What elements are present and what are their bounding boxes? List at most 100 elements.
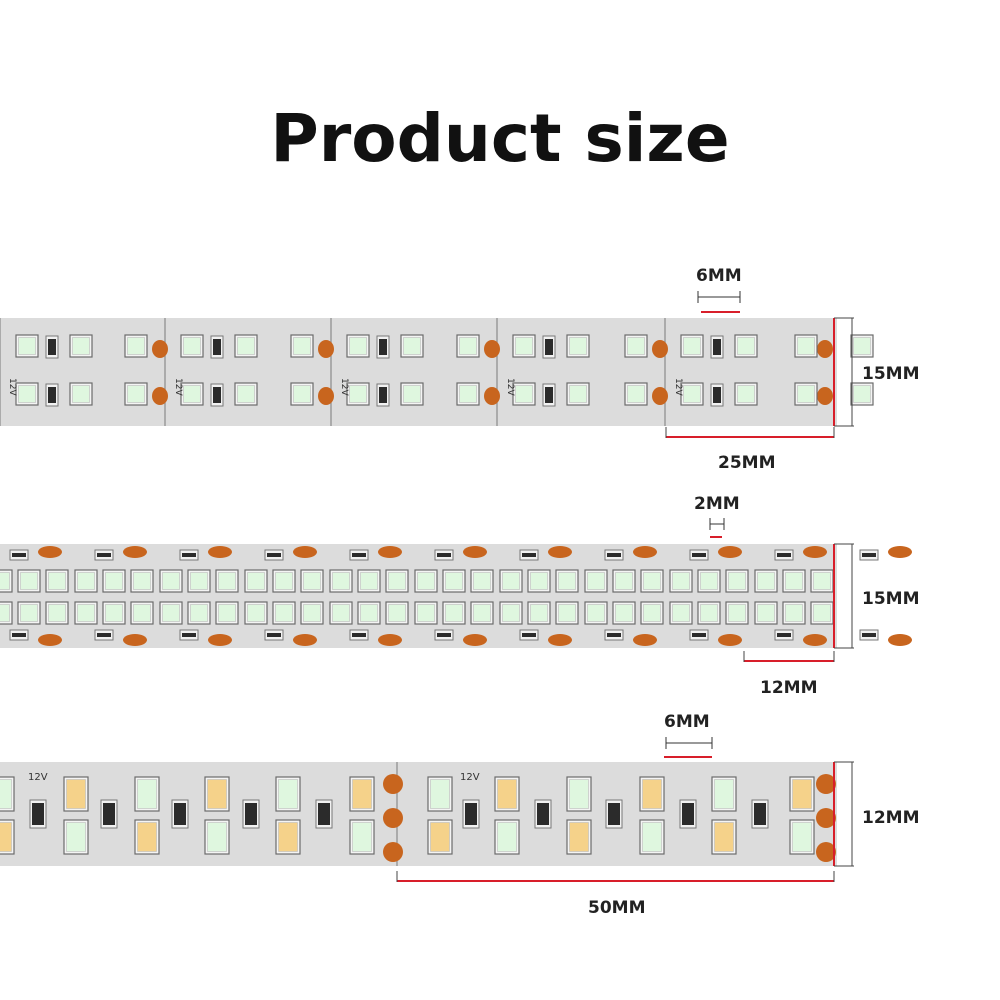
led-phosphor <box>683 337 701 355</box>
solder-pad <box>484 340 500 358</box>
resistor-body <box>182 633 196 637</box>
led-phosphor <box>683 385 701 403</box>
led-phosphor <box>813 572 831 590</box>
led-phosphor <box>530 572 548 590</box>
led-phosphor <box>20 604 38 622</box>
led-phosphor <box>388 604 406 622</box>
resistor-body <box>545 339 553 355</box>
led-phosphor <box>459 337 477 355</box>
resistor-body <box>692 633 706 637</box>
led-phosphor <box>813 604 831 622</box>
voltage-mark: 12V <box>673 378 683 396</box>
led-phosphor <box>757 572 775 590</box>
resistor-body <box>537 803 549 825</box>
led-phosphor <box>627 385 645 403</box>
led-phosphor <box>530 604 548 622</box>
led-phosphor <box>18 337 36 355</box>
led-phosphor <box>349 337 367 355</box>
resistor-body <box>713 339 721 355</box>
solder-pad <box>383 808 403 828</box>
led-phosphor <box>642 779 662 809</box>
resistor-body <box>777 553 791 557</box>
led-phosphor <box>0 572 10 590</box>
led-phosphor <box>278 822 298 852</box>
solder-pad <box>208 634 232 646</box>
solder-pad <box>652 340 668 358</box>
led-phosphor <box>417 604 435 622</box>
solder-pad <box>208 546 232 558</box>
solder-pad <box>152 387 168 405</box>
strip-b-base <box>0 544 837 648</box>
led-phosphor <box>207 779 227 809</box>
resistor-body <box>103 803 115 825</box>
voltage-mark: 12V <box>460 772 480 783</box>
led-phosphor <box>183 385 201 403</box>
led-phosphor <box>430 822 450 852</box>
led-phosphor <box>77 572 95 590</box>
led-phosphor <box>515 337 533 355</box>
led-phosphor <box>162 572 180 590</box>
led-phosphor <box>105 604 123 622</box>
solder-pad <box>718 634 742 646</box>
led-phosphor <box>853 337 871 355</box>
strip-c-gap-label: 6MM <box>664 712 710 732</box>
led-phosphor <box>615 604 633 622</box>
led-phosphor <box>0 604 10 622</box>
led-phosphor <box>137 822 157 852</box>
resistor-body <box>12 553 26 557</box>
led-phosphor <box>133 604 151 622</box>
led-phosphor <box>352 779 372 809</box>
resistor-body <box>522 633 536 637</box>
resistor-body <box>174 803 186 825</box>
led-phosphor <box>403 385 421 403</box>
led-phosphor <box>303 604 321 622</box>
resistor-body <box>607 633 621 637</box>
led-phosphor <box>72 337 90 355</box>
led-phosphor <box>207 822 227 852</box>
led-phosphor <box>430 779 450 809</box>
solder-pad <box>383 774 403 794</box>
led-phosphor <box>792 779 812 809</box>
resistor-body <box>97 553 111 557</box>
led-phosphor <box>473 604 491 622</box>
led-phosphor <box>247 572 265 590</box>
led-phosphor <box>18 385 36 403</box>
led-phosphor <box>247 604 265 622</box>
led-phosphor <box>569 385 587 403</box>
led-phosphor <box>792 822 812 852</box>
resistor-body <box>97 633 111 637</box>
strip-b-height-label: 15MM <box>862 589 920 609</box>
led-phosphor <box>714 822 734 852</box>
solder-pad <box>293 634 317 646</box>
resistor-body <box>213 339 221 355</box>
voltage-mark: 12V <box>7 378 17 396</box>
resistor-body <box>545 387 553 403</box>
led-phosphor <box>853 385 871 403</box>
solder-pad <box>378 546 402 558</box>
led-phosphor <box>105 572 123 590</box>
led-phosphor <box>700 604 718 622</box>
resistor-body <box>379 387 387 403</box>
led-phosphor <box>714 779 734 809</box>
led-phosphor <box>237 337 255 355</box>
solder-pad <box>633 546 657 558</box>
solder-pad <box>463 634 487 646</box>
voltage-mark: 12V <box>339 378 349 396</box>
resistor-body <box>862 553 876 557</box>
resistor-body <box>713 387 721 403</box>
resistor-body <box>437 553 451 557</box>
solder-pad <box>38 634 62 646</box>
led-phosphor <box>643 572 661 590</box>
resistor-body <box>267 553 281 557</box>
solder-pad <box>633 634 657 646</box>
led-phosphor <box>360 572 378 590</box>
resistor-body <box>682 803 694 825</box>
solder-pad <box>318 387 334 405</box>
led-phosphor <box>497 822 517 852</box>
resistor-body <box>32 803 44 825</box>
led-phosphor <box>459 385 477 403</box>
led-phosphor <box>587 572 605 590</box>
voltage-mark: 12V <box>505 378 515 396</box>
led-phosphor <box>183 337 201 355</box>
